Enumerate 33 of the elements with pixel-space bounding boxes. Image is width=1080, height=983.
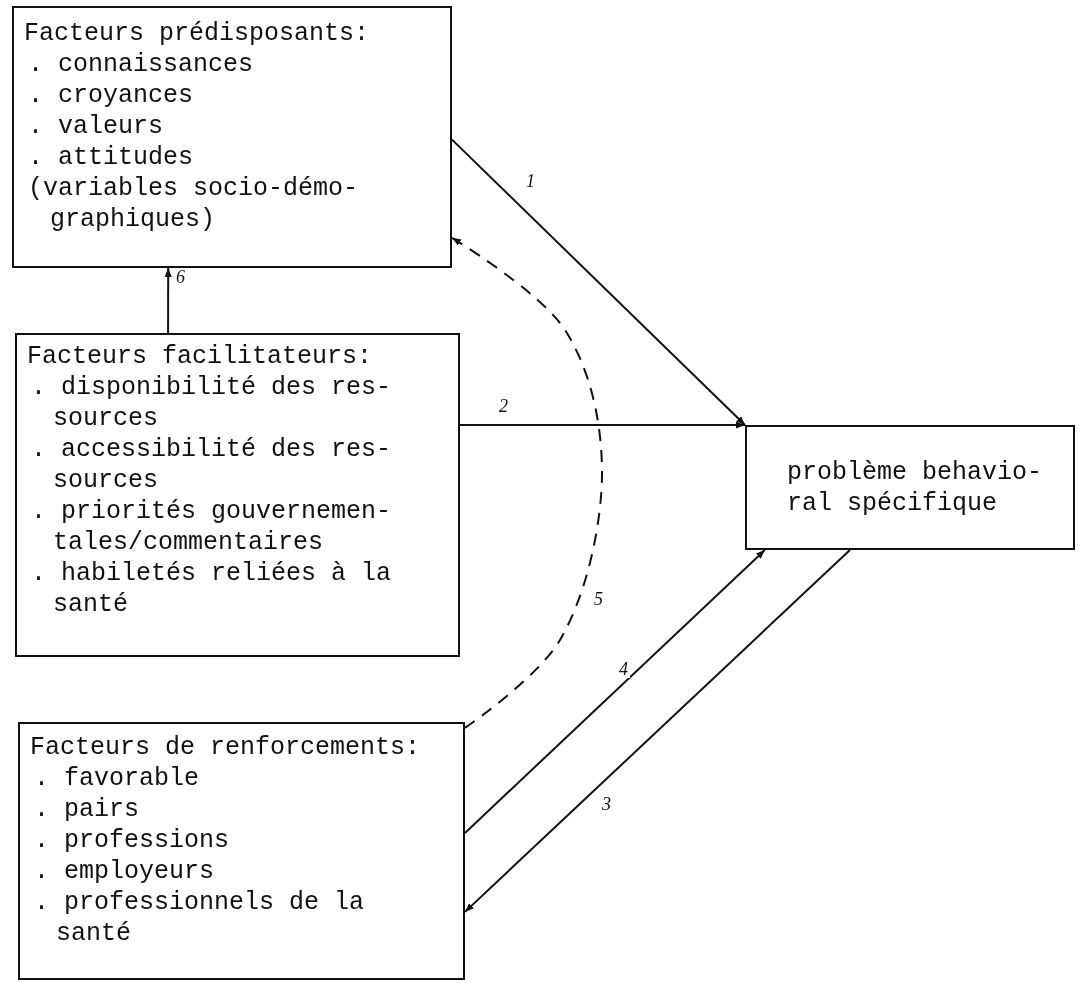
edge-label: 2 — [497, 397, 510, 415]
box-heading: Facteurs prédisposants: — [23, 18, 371, 49]
list-item: . professions — [33, 825, 231, 856]
arrow — [459, 421, 746, 429]
list-item: . disponibilité des res- sources — [30, 372, 393, 434]
list-item: . croyances — [27, 80, 195, 111]
text-box — [15, 333, 460, 657]
box-heading: Facteurs de renforcements: — [29, 732, 422, 763]
edge-label: 5 — [592, 590, 605, 608]
arrow — [164, 267, 172, 334]
list-item: . favorable — [33, 763, 201, 794]
arrow — [464, 549, 766, 834]
arrow — [464, 549, 851, 913]
text-box — [18, 722, 465, 980]
list-item: . priorités gouvernemen- tales/commentaires — [30, 496, 393, 558]
edge-label: 3 — [600, 795, 613, 813]
text-box — [12, 6, 452, 268]
list-item: . valeurs — [27, 111, 165, 142]
arrow — [451, 138, 746, 426]
list-item: . employeurs — [33, 856, 216, 887]
list-item: . connaissances — [27, 49, 255, 80]
list-item: . accessibilité des res- sources — [30, 434, 393, 496]
list-item: . attitudes — [27, 142, 195, 173]
text-box — [745, 425, 1075, 550]
list-item: . habiletés reliées à la santé — [30, 558, 393, 620]
dashed-arrow — [451, 236, 603, 729]
list-item: . pairs — [33, 794, 141, 825]
edge-label: 4 — [617, 660, 630, 678]
box-heading: Facteurs facilitateurs: — [26, 341, 374, 372]
list-item: . professionnels de la santé — [33, 887, 366, 949]
edge-label: 6 — [174, 268, 187, 286]
list-item: (variables socio-démo- graphiques) — [27, 173, 360, 235]
node-text: problème behavio- ral spécifique — [787, 457, 1044, 519]
